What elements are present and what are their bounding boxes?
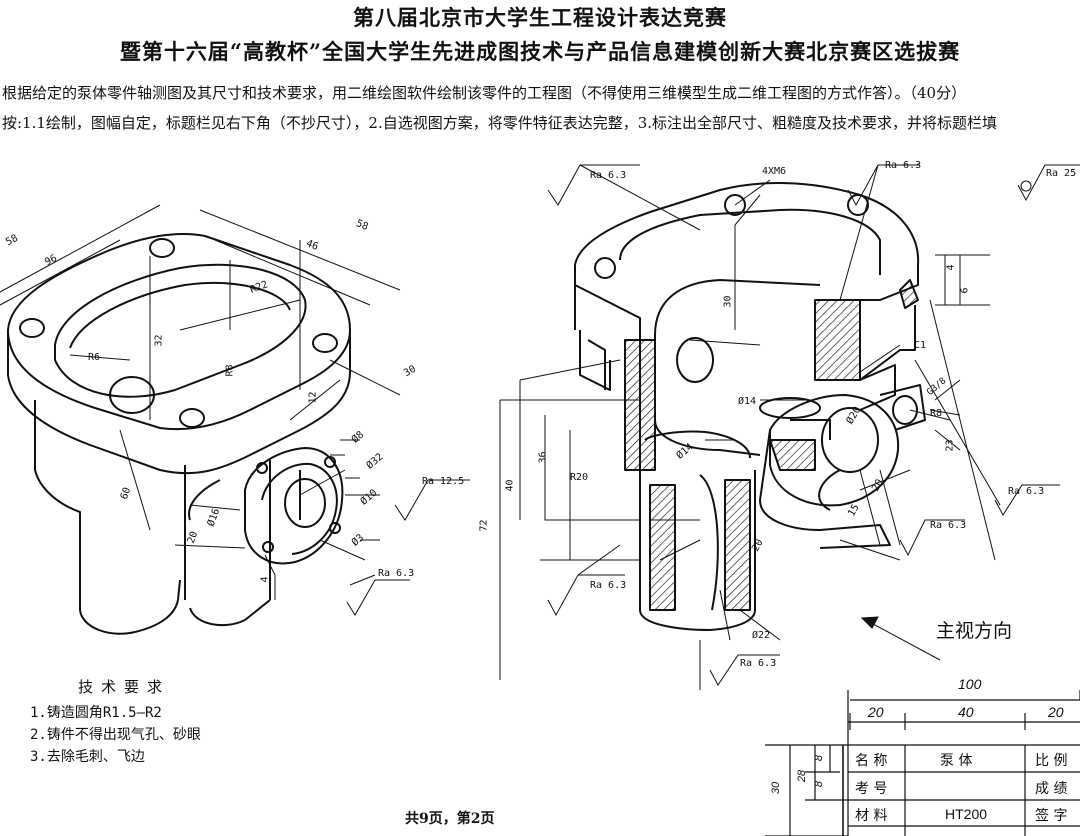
- title-block-material-label: 材 料: [855, 808, 888, 824]
- title-block-material-value: HT200: [945, 806, 988, 822]
- page-footer: 共9页，第2页: [405, 811, 495, 827]
- title-block-row-dim-4: 30: [770, 781, 783, 795]
- dim-right-23: 23: [944, 439, 956, 452]
- roughness-left-6-3: Ra 6.3: [378, 568, 415, 579]
- title-block-scale-label: 比 例: [1035, 753, 1068, 769]
- title-block-score-label: 成 绩: [1035, 781, 1068, 797]
- dim-right-r8: R8: [930, 408, 943, 419]
- tech-requirement-item: 3.去除毛刺、飞边: [30, 749, 145, 765]
- dim-right-6: 6: [959, 287, 971, 294]
- dim-right-36: 36: [537, 451, 549, 464]
- dim-right-c1: C1: [914, 340, 927, 351]
- title-block-row-dim-2: 28: [796, 769, 809, 783]
- roughness-right-7: Ra 6.3: [740, 658, 777, 669]
- title-block-row-dim-3: 8: [813, 780, 826, 788]
- main-view-direction-label: 主视方向: [936, 620, 1013, 642]
- tech-requirements-title: 技术要求: [78, 678, 171, 696]
- dim-right-r20: R20: [570, 472, 589, 483]
- roughness-right-6: Ra 6.3: [590, 580, 627, 591]
- title-block-col-dim-3: 20: [1048, 704, 1064, 720]
- dim-right-d22: Ø22: [752, 630, 771, 641]
- title-block: [765, 690, 1080, 836]
- tech-requirement-item: 2.铸件不得出现气孔、砂眼: [30, 727, 201, 743]
- dim-left-12: 12: [307, 391, 319, 404]
- dim-left-r8: R8: [224, 364, 236, 377]
- roughness-right-5: Ra 6.3: [930, 520, 967, 531]
- roughness-left-12-5: Ra 12.5: [422, 476, 465, 487]
- title-block-row-dim-1: 8: [813, 754, 826, 762]
- question-requirements: 按:1.1绘制，图幅自定，标题栏见右下角（不抄尺寸），2.自选视图方案，将零件特…: [2, 114, 998, 132]
- question-text: 根据给定的泵体零件轴测图及其尺寸和技术要求，用二维绘图软件绘制该零件的工程图（不…: [2, 84, 967, 102]
- dim-left-32: 32: [153, 334, 165, 347]
- title-block-exam-no-label: 考 号: [855, 781, 888, 797]
- dim-right-40: 40: [504, 479, 516, 492]
- dim-right-d14a: Ø14: [738, 396, 757, 407]
- roughness-right-4: Ra 6.3: [1008, 486, 1045, 497]
- dim-right-4xm6: 4XM6: [762, 166, 787, 177]
- dim-right-72: 72: [478, 519, 490, 532]
- competition-title: 第八届北京市大学生工程设计表达竞赛: [353, 5, 727, 30]
- title-block-part-name: 泵 体: [940, 753, 973, 769]
- dim-right-4: 4: [945, 264, 957, 271]
- pump-body-isometric-left: [7, 233, 351, 635]
- roughness-right-2: Ra 6.3: [885, 160, 922, 171]
- tech-requirement-item: 1.铸造圆角R1.5—R2: [30, 705, 162, 721]
- roughness-right-3: Ra 25: [1046, 168, 1077, 179]
- dim-left-4: 4: [259, 576, 271, 583]
- dim-right-30: 30: [722, 295, 734, 308]
- roughness-right-1: Ra 6.3: [590, 170, 627, 181]
- title-block-width-dim: 100: [958, 676, 982, 692]
- title-block-name-label: 名 称: [855, 753, 888, 769]
- competition-subtitle: 暨第十六届“高教杯”全国大学生先进成图技术与产品信息建模创新大赛北京赛区选拔赛: [119, 39, 961, 64]
- pump-body-section-right: [574, 182, 926, 631]
- dim-left-r6: R6: [88, 352, 101, 363]
- title-block-signature-label: 签 字: [1035, 808, 1068, 824]
- title-block-col-dim-2: 40: [958, 704, 974, 720]
- title-block-col-dim-1: 20: [868, 704, 884, 720]
